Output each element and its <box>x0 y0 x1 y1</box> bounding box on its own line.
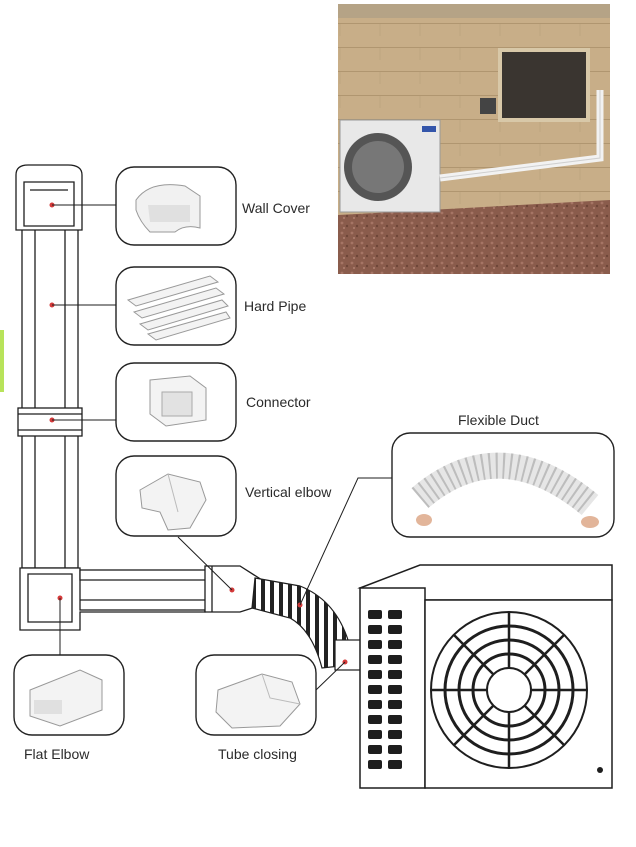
installation-photo <box>338 4 610 274</box>
callout-tube-closing <box>195 654 317 736</box>
label-flat-elbow: Flat Elbow <box>24 746 90 762</box>
outdoor-unit-vents <box>368 610 603 773</box>
callout-wall-cover <box>115 166 237 246</box>
label-connector: Connector <box>246 394 311 410</box>
edge-marker <box>0 330 4 392</box>
callout-lines <box>52 204 392 691</box>
callout-connector <box>115 362 237 442</box>
label-tube-closing: Tube closing <box>218 746 297 762</box>
callout-hard-pipe <box>115 266 237 346</box>
label-wall-cover: Wall Cover <box>242 200 310 216</box>
label-vertical-elbow: Vertical elbow <box>245 484 332 500</box>
label-hard-pipe: Hard Pipe <box>244 298 307 314</box>
horizontal-duct <box>79 565 263 613</box>
outdoor-unit <box>357 564 613 789</box>
flexible-duct-installed <box>251 577 362 671</box>
callout-vertical-elbow <box>115 455 237 537</box>
callout-flat-elbow <box>13 654 125 736</box>
label-flexible-duct: Flexible Duct <box>458 412 539 428</box>
callout-flexible-duct <box>391 432 615 538</box>
